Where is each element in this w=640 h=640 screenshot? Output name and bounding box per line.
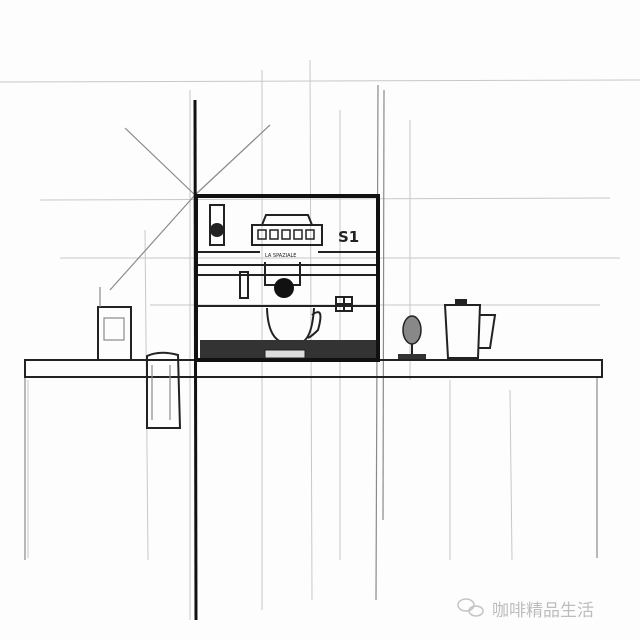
- group-handle-icon: [209, 204, 225, 246]
- towel: [146, 351, 182, 429]
- cup-icon: [266, 307, 315, 344]
- espresso-machine: S1 LA SPAZIALE: [194, 194, 380, 362]
- milk-pitcher: [443, 299, 497, 359]
- coffee-bag: [97, 287, 132, 361]
- watermark-text: 咖啡精品生活: [492, 601, 594, 621]
- tamper: [398, 315, 426, 359]
- wechat-icon: [457, 598, 484, 617]
- brand-label: LA SPAZIALE: [265, 253, 296, 259]
- model-label: S1: [338, 228, 359, 246]
- watermark: 咖啡精品生活: [457, 598, 594, 621]
